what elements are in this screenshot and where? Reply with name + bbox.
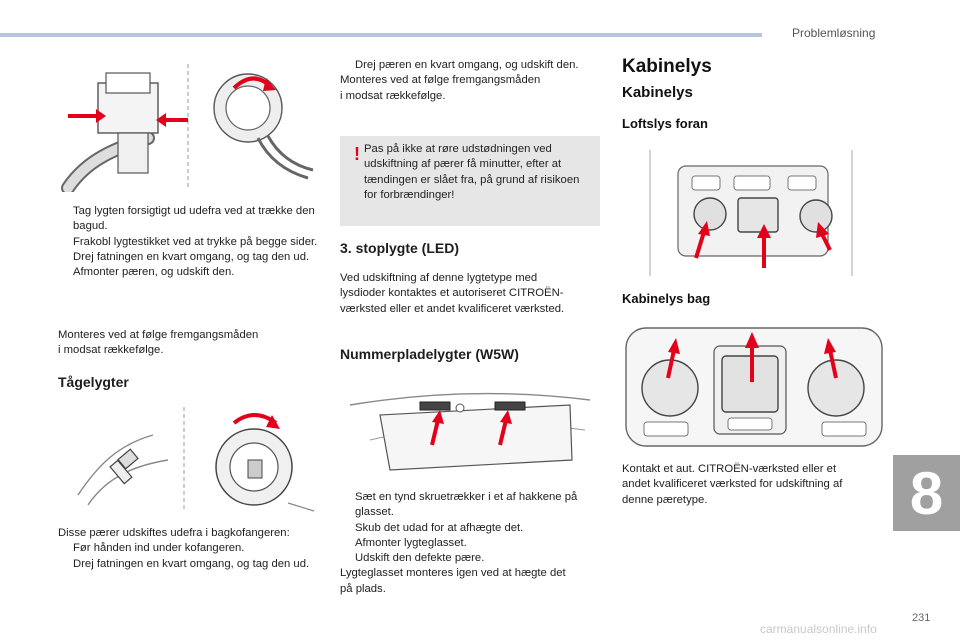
rear-lamp-illustration [58,58,316,192]
fog-light-illustration [58,405,316,513]
list-item: Afmonter lygteglasset. [355,536,467,549]
warning-box: ! Pas på ikke at røre udstødningen ved u… [340,136,600,226]
rear-ceiling-light-illustration [622,322,886,452]
warning-text: Pas på ikke at røre udstødningen ved uds… [364,143,580,201]
lamp-steps: Tag lygten forsigtigt ud udefra ved at t… [58,204,318,280]
rear-ceiling-heading: Kabinelys bag [622,291,711,306]
list-item: Udskift den defekte pære. [355,552,485,565]
list-item: Skub det udad for at afhægte det. [355,521,524,534]
list-item: Frakobl lygtestikket ved at trykke på be… [73,235,318,248]
bulb-step: Drej pæren en kvart omgang, og udskift d… [340,58,602,104]
plate-steps: Sæt en tynd skruetrækker i et af hakkene… [340,490,604,597]
list-item: Sæt en tynd skruetrækker i et af hakkene… [355,491,578,519]
refit-note: Monteres ved at følge fremgangsmåden i m… [58,329,259,357]
warning-icon: ! [354,144,360,164]
list-item: Drej pæren en kvart omgang, og udskift d… [355,59,579,71]
header-bar [0,33,762,37]
list-item: Drej fatningen en kvart omgang, og tag d… [73,250,310,263]
chapter-tab: 8 [893,455,960,531]
front-ceiling-heading: Loftslys foran [622,116,708,131]
list-item: Tag lygten forsigtigt ud udefra ved at t… [73,205,315,233]
stop-light-text: Ved udskiftning af denne lygtetype med l… [340,272,565,315]
interior-light-title: Kabinelys [622,56,712,77]
list-item: Drej fatningen en kvart omgang, og tag d… [73,557,310,570]
plate-light-illustration [340,380,602,480]
fog-steps: Disse pærer udskiftes udefra i bagkofang… [58,526,320,572]
page-number: 231 [912,612,931,624]
list-item: Afmonter pæren, og udskift den. [73,266,235,279]
section-title: Problemløsning [792,26,876,40]
interior-light-subtitle: Kabinelys [622,84,693,101]
plate-light-heading: Nummerpladelygter (W5W) [340,346,519,362]
fog-lights-heading: Tågelygter [58,374,129,390]
list-item: Før hånden ind under kofangeren. [73,542,245,555]
contact-text: Kontakt et aut. CITROËN-værksted eller e… [622,463,843,506]
stop-light-heading: 3. stoplygte (LED) [340,240,460,256]
watermark: carmanualsonline.info [760,622,877,636]
front-ceiling-light-illustration [648,146,854,280]
